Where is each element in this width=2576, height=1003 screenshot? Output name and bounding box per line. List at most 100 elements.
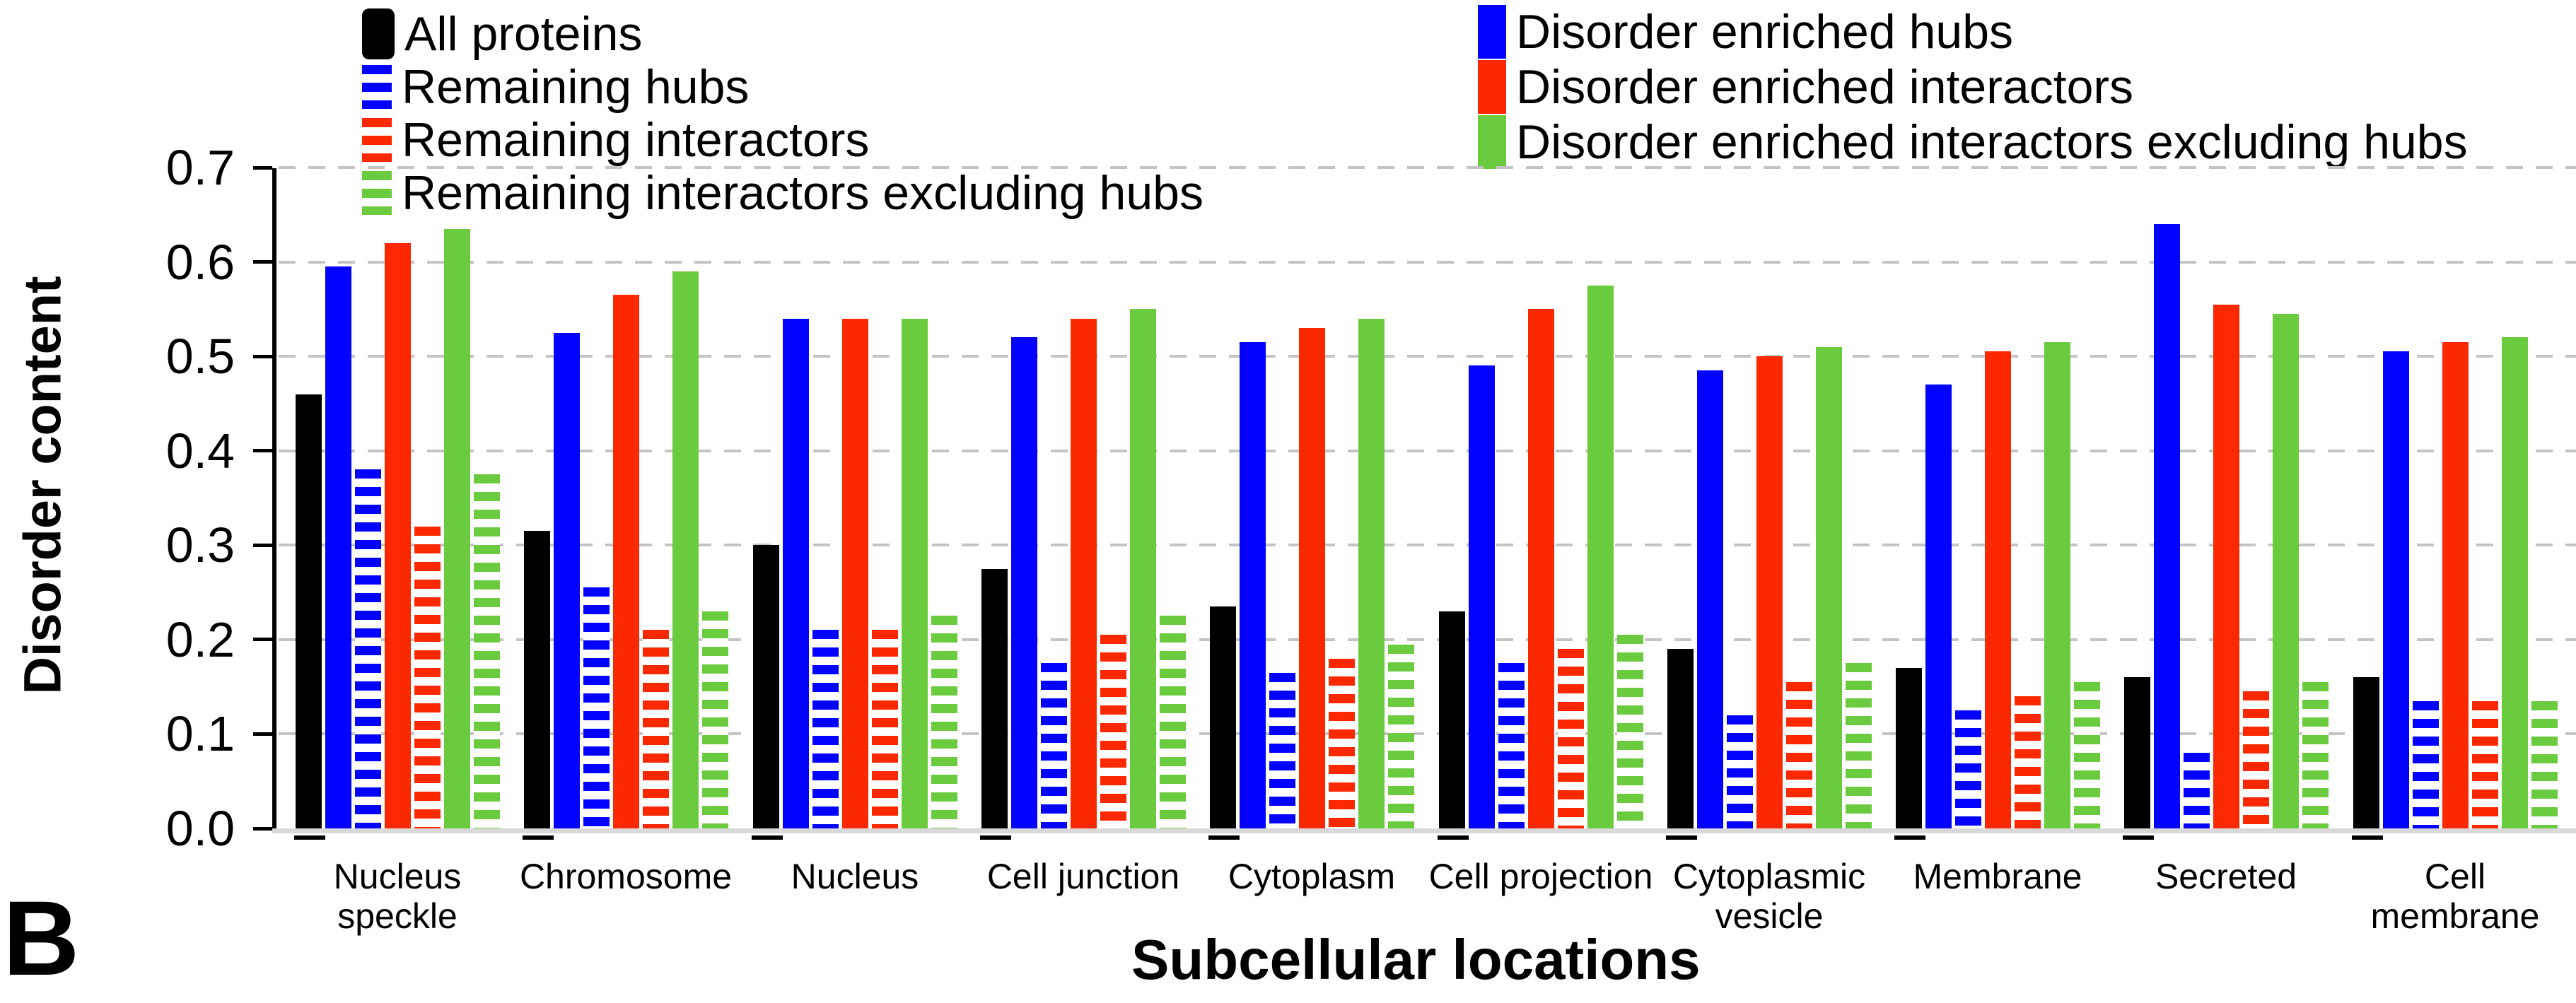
category-label: Cell projection — [1428, 857, 1653, 896]
bar — [872, 630, 898, 828]
bar — [1498, 663, 1525, 828]
category-label: Membrane — [1913, 857, 2082, 896]
category-label: Nucleus — [791, 857, 919, 896]
bar — [2015, 696, 2041, 828]
category-label: Chromosome — [519, 857, 733, 896]
bar — [1896, 668, 1922, 828]
legend-item: Disorder enriched hubs — [1478, 4, 2468, 59]
bar — [2531, 701, 2558, 828]
y-tick-label: 0.5 — [165, 329, 235, 385]
gridline — [279, 355, 2576, 358]
legend-label: All proteins — [404, 6, 643, 61]
bar — [931, 616, 957, 828]
bar — [2442, 342, 2469, 828]
x-axis-tick — [294, 835, 325, 840]
y-axis-tick — [253, 826, 272, 831]
bar — [812, 630, 839, 828]
bar — [2353, 677, 2379, 828]
y-axis-title: Disorder content — [13, 276, 72, 695]
y-tick-label: 0.3 — [165, 517, 235, 573]
x-axis-tick — [1666, 835, 1697, 840]
legend-item: All proteins — [362, 7, 1204, 60]
x-axis-title: Subcellular locations — [1131, 928, 1701, 991]
legend-item: Remaining hubs — [362, 60, 1204, 113]
legend-label: Disorder enriched interactors excluding … — [1516, 115, 2468, 169]
legend-swatch-solid — [1478, 60, 1506, 114]
bar — [1160, 616, 1186, 828]
bar — [2213, 305, 2239, 828]
bar — [1388, 645, 1414, 828]
y-axis-tick — [253, 449, 272, 453]
gridline — [279, 449, 2576, 452]
bar — [842, 319, 868, 828]
bar — [2124, 677, 2150, 828]
legend-label: Disorder enriched interactors — [1516, 60, 2134, 114]
bar — [554, 333, 580, 828]
bar — [1299, 328, 1325, 828]
bar — [902, 319, 928, 828]
legend-label: Remaining interactors excluding hubs — [402, 165, 1204, 220]
panel-label: B — [3, 879, 80, 997]
gridline — [279, 544, 2576, 547]
bar — [414, 527, 441, 828]
x-axis-tick — [752, 835, 783, 840]
bar — [1985, 351, 2011, 828]
bar — [702, 611, 728, 828]
x-axis-baseline — [272, 828, 2576, 833]
y-axis-tick — [253, 165, 272, 170]
bar — [1358, 319, 1385, 828]
bar — [444, 229, 470, 828]
bar — [2243, 691, 2269, 828]
legend-swatch-striped — [362, 64, 392, 109]
legend-swatch-solid — [1478, 5, 1506, 59]
bar — [355, 469, 381, 828]
bar — [1130, 309, 1156, 828]
gridline — [279, 260, 2576, 264]
bar — [1955, 710, 1981, 828]
x-axis-tick — [1438, 835, 1469, 840]
gridline — [279, 732, 2576, 736]
bar — [783, 319, 809, 828]
bar — [474, 474, 500, 828]
x-axis-tick — [2352, 835, 2383, 840]
bar — [1617, 635, 1643, 828]
bar — [1816, 347, 1842, 828]
legend-swatch-striped — [362, 117, 392, 162]
bar — [2302, 682, 2329, 828]
bar — [1925, 385, 1952, 828]
legend-label: Disorder enriched hubs — [1516, 5, 2014, 59]
bar — [524, 531, 550, 828]
y-axis-line — [272, 168, 276, 833]
bar — [1786, 682, 1812, 828]
bar — [1846, 663, 1872, 828]
category-label: Nucleus speckle — [333, 857, 462, 936]
x-axis-tick — [1894, 835, 1925, 840]
bar — [1587, 286, 1614, 828]
bar — [981, 569, 1008, 828]
bar — [1210, 606, 1236, 828]
category-label: Cytoplasm — [1228, 857, 1396, 896]
bar — [643, 630, 669, 828]
x-axis-tick — [980, 835, 1011, 840]
bar — [1240, 342, 1266, 828]
bar — [1469, 365, 1495, 828]
legend-item: Remaining interactors — [362, 113, 1204, 166]
bar — [1011, 337, 1037, 828]
bar — [1329, 659, 1355, 828]
bar — [1100, 635, 1126, 828]
legend-swatch-solid — [1478, 115, 1506, 169]
bar — [1697, 370, 1723, 828]
y-axis-tick — [253, 260, 272, 264]
y-tick-label: 0.1 — [165, 706, 235, 762]
y-tick-label: 0.0 — [165, 801, 235, 856]
gridline — [279, 638, 2576, 641]
legend-swatch-solid-black — [362, 8, 395, 59]
y-axis-tick — [253, 732, 272, 736]
bar — [1269, 673, 1295, 828]
category-label: Cell membrane — [2370, 857, 2540, 936]
category-label: Cytoplasmic vesicle — [1672, 857, 1866, 936]
